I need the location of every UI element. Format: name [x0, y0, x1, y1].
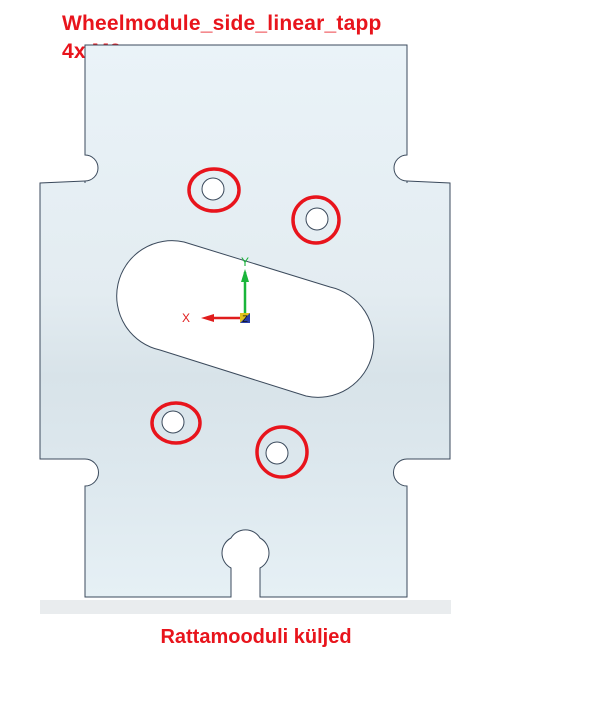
hole [305, 207, 329, 231]
annotation-title: Wheelmodule_side_linear_tapp [62, 12, 382, 35]
hole [201, 177, 225, 201]
caption: Rattamooduli küljed [160, 626, 352, 648]
coordinate-triad: Y X Z [182, 255, 250, 325]
hole-highlight [255, 425, 309, 479]
triad-origin-face [240, 313, 250, 323]
triad-y-label: Y [241, 255, 249, 269]
triad-x-arrowhead [201, 314, 214, 322]
triad-y-arrowhead [241, 269, 249, 282]
hole [265, 441, 289, 465]
triad-z-label: Z [242, 314, 248, 324]
hole-highlight [150, 401, 202, 445]
triad-x-label: X [182, 311, 190, 325]
hole-highlight [291, 195, 341, 245]
hole [161, 410, 185, 434]
ground-shadow [40, 600, 451, 614]
hole-highlight [187, 167, 241, 213]
